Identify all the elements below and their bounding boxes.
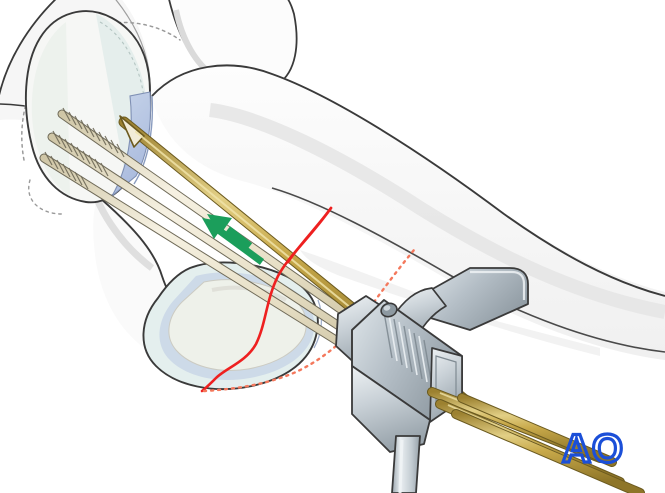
drill-bit-distal-body [458, 394, 616, 466]
screw-1-threads [62, 107, 125, 158]
guide-barrel-rib-highlights [388, 314, 428, 383]
guide-barrel-ribs [383, 311, 433, 387]
shaft-under-shadow [300, 250, 600, 356]
guide-handle-shaft[interactable] [391, 435, 421, 493]
insertion-direction-arrows [202, 214, 265, 265]
arrow-2-shaft [225, 226, 253, 249]
head-cancellous-shade [31, 22, 70, 196]
femur-inferior-cortex [271, 187, 665, 353]
screw-3-threads [44, 151, 89, 190]
direction-arrow-2 [207, 214, 253, 249]
femoral-shaft-group [150, 64, 665, 360]
head-subchondral-dotted [99, 21, 145, 99]
acetabular-rim-dotted [21, 21, 181, 161]
guide-locking-knob-highlight [383, 305, 391, 311]
guide-wire-3 [451, 409, 645, 493]
guide-lateral-arm[interactable] [419, 267, 529, 331]
guide-lateral-arm-highlight [470, 270, 526, 300]
femur-superior-cortex [151, 64, 665, 297]
screw-2-threads [52, 130, 109, 177]
hidden-fracture-line-dotted-upper [372, 248, 416, 304]
guide-handle-highlight [398, 439, 404, 493]
greater-trochanter-group [142, 261, 323, 391]
acetabular-rim-dotted-lower [28, 179, 63, 215]
drill-bit-distal [457, 393, 617, 467]
arrow-2-head [207, 214, 232, 235]
pelvis-outline-upper [0, 0, 57, 96]
femur-shading-band [209, 103, 665, 319]
trochanter-cartilage-edge [313, 299, 323, 349]
fracture-line-proximal [286, 206, 333, 264]
drill-bit-tip [119, 115, 145, 148]
femur-body-fill [150, 65, 665, 360]
ao-logo-text: AO [562, 427, 624, 471]
ao-logo: AO [560, 425, 624, 472]
guide-wire-3-body [452, 410, 644, 493]
